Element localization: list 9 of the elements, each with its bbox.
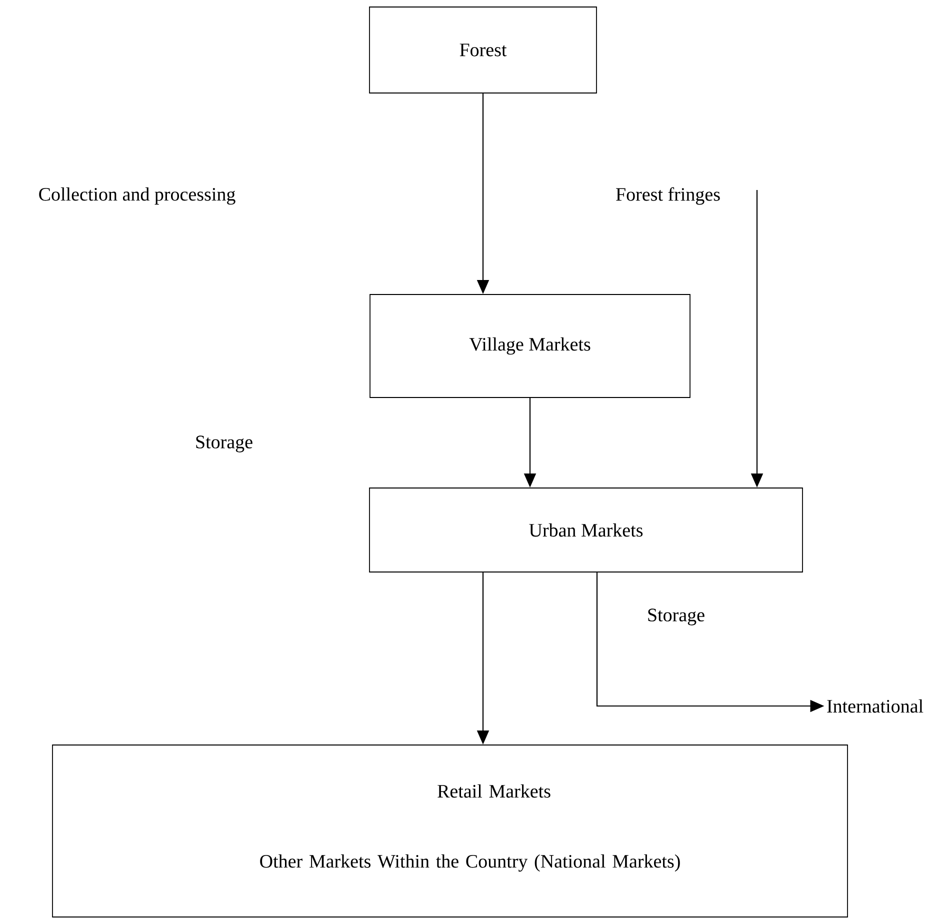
flow-note: Storage (196, 436, 252, 452)
market-box: Urban Markets (369, 488, 803, 572)
node-label: International (827, 699, 924, 713)
flow-note: Collection and processing (39, 187, 236, 205)
flow-note: Forest fringes (616, 187, 720, 205)
market-box: Retail Markets Other Markets Within the Country (National Markets) (52, 744, 848, 918)
flow-note: Storage (648, 608, 704, 626)
market-box: Forest (369, 6, 597, 94)
market-box: Village Markets (370, 294, 690, 398)
